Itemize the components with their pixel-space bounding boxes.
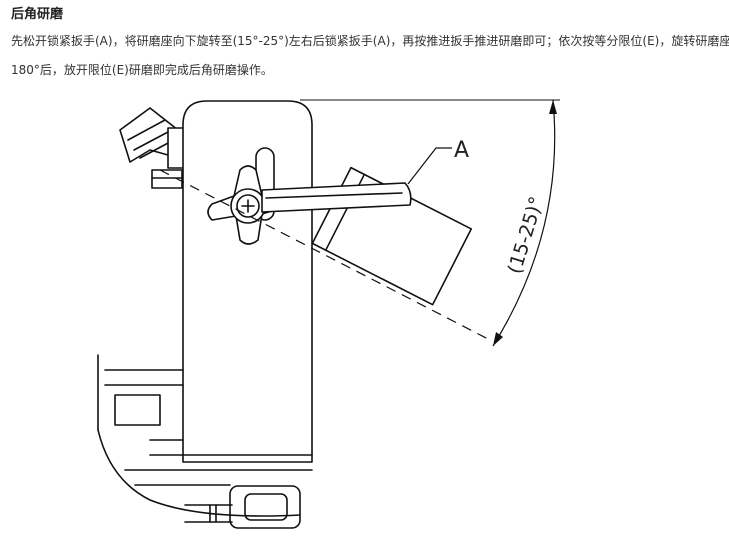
- label-a-leader: [407, 147, 452, 185]
- instruction-paragraph-line-1: 先松开锁紧扳手(A)，将研磨座向下旋转至(15°-25°)左右后锁紧扳手(A)，…: [11, 34, 729, 48]
- drill-bit: [119, 107, 187, 189]
- base-mechanism: [184, 485, 301, 529]
- main-plate: [182, 100, 313, 463]
- lock-knob: [207, 165, 292, 245]
- angle-arc: [492, 99, 556, 347]
- section-title: 后角研磨: [11, 7, 64, 22]
- arc-arrow-bottom: [493, 332, 503, 346]
- grinding-diagram: A (15-25)°: [97, 99, 560, 529]
- label-a: A: [454, 138, 469, 163]
- instruction-paragraph-line-2: 180°后，放开限位(E)研磨即完成后角研磨操作。: [11, 63, 273, 77]
- arc-arrow-top: [549, 100, 557, 114]
- base-structure: [97, 354, 313, 517]
- center-line: [159, 169, 491, 341]
- lever-handle: [261, 182, 412, 213]
